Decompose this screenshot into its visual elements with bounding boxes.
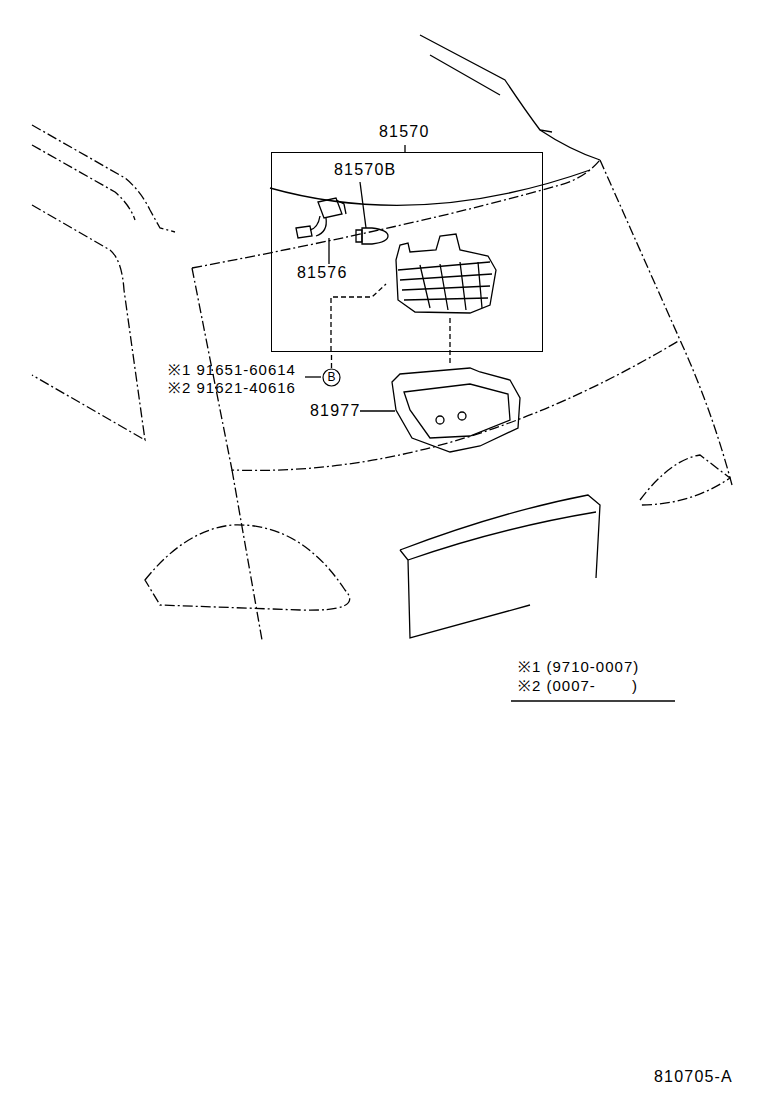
part-number: ※2 91621-40616 bbox=[168, 379, 296, 397]
part-number: 81977 bbox=[310, 402, 361, 420]
part-number: ※1 (9710-0007) bbox=[518, 658, 639, 676]
part-number: 81570B bbox=[334, 161, 396, 179]
reference-letter: B bbox=[322, 368, 341, 387]
reference-circle: B bbox=[322, 368, 341, 387]
dashed-connector bbox=[331, 352, 332, 368]
callout-number: 81570 bbox=[379, 123, 430, 141]
part-number: 810705-A bbox=[654, 1068, 733, 1086]
part-number: 81576 bbox=[297, 264, 348, 282]
part-number: ※2 (0007- ) bbox=[518, 677, 638, 695]
assembly-box: 81570 bbox=[271, 152, 543, 352]
part-number: ※1 91651-60614 bbox=[168, 361, 296, 379]
